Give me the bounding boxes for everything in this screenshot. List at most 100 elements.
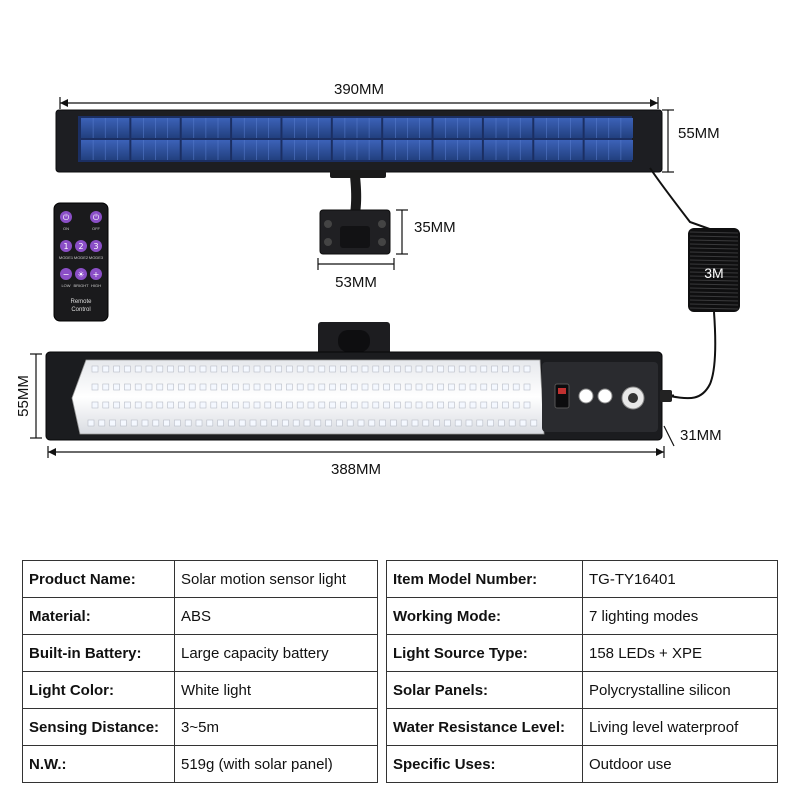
spec-label: Working Mode: (386, 597, 583, 635)
led-chip (318, 365, 326, 373)
led-chip (523, 383, 531, 391)
indicator-led (558, 388, 566, 394)
led-chip (221, 365, 228, 373)
led-chip (502, 401, 509, 409)
led-chip (232, 365, 239, 373)
led-chip (221, 383, 228, 391)
led-chip (134, 365, 142, 373)
led-chip (404, 383, 412, 391)
led-chip (286, 365, 293, 373)
led-chip (512, 401, 520, 409)
bracket-height-dimension: 35MM (396, 209, 456, 255)
led-chip (448, 401, 455, 409)
spec-label: Specific Uses: (386, 745, 583, 783)
led-chip (286, 401, 293, 409)
cable-length-label: 3M (704, 265, 723, 281)
led-chip (91, 365, 99, 373)
spec-value: 519g (with solar panel) (174, 745, 378, 783)
led-chip (357, 419, 365, 427)
led-chip (508, 419, 516, 427)
led-chip (372, 383, 380, 391)
led-chip (415, 383, 423, 391)
led-chip (253, 383, 261, 391)
led-chip (282, 419, 289, 427)
mounting-bracket (319, 170, 391, 255)
led-chip (296, 401, 304, 409)
led-chip (426, 383, 434, 391)
led-chip (253, 365, 261, 373)
led-chip (145, 383, 153, 391)
led-chip (167, 365, 174, 373)
led-chip (188, 383, 196, 391)
spec-row: Material:ABS (22, 597, 378, 635)
pir-sensor-icon (578, 388, 594, 404)
led-chip (465, 419, 473, 427)
led-chip (404, 365, 412, 373)
lamp-depth-label: 31MM (680, 427, 722, 444)
spec-row: Specific Uses:Outdoor use (386, 745, 778, 783)
led-chip (383, 401, 390, 409)
remote-button-glyph: ⏻ (93, 213, 100, 222)
led-chip (437, 401, 444, 409)
led-chip (512, 365, 520, 373)
led-chip (523, 401, 531, 409)
led-chip (124, 401, 131, 409)
led-chip (519, 419, 527, 427)
spec-value: Solar motion sensor light (174, 560, 378, 598)
panel-height-label: 55MM (678, 125, 720, 142)
led-chip (426, 365, 434, 373)
spec-row: N.W.:519g (with solar panel) (22, 745, 378, 783)
lamp-depth-dimension: 31MM (663, 425, 722, 447)
led-chip (167, 383, 174, 391)
remote-button: ☀BRIGHT (73, 268, 89, 288)
remote-button-glyph: 2 (78, 242, 83, 251)
led-chip (415, 401, 423, 409)
led-chip (102, 401, 110, 409)
led-chip (156, 383, 164, 391)
led-chip (368, 419, 376, 427)
led-chip (379, 419, 386, 427)
led-chip (404, 401, 412, 409)
spec-label: Light Color: (22, 671, 175, 709)
spec-value: 158 LEDs + XPE (582, 634, 778, 672)
spec-row: Light Color:White light (22, 671, 378, 709)
spec-label: Water Resistance Level: (386, 708, 583, 746)
led-chip (469, 383, 477, 391)
led-chip (113, 401, 120, 409)
coiled-cable: 3M (649, 167, 740, 400)
led-chip (102, 383, 110, 391)
led-chip (383, 365, 390, 373)
led-chip (264, 365, 272, 373)
led-chip (400, 419, 408, 427)
led-chip (163, 419, 170, 427)
remote-button-glyph: − (63, 270, 70, 279)
led-chip (415, 365, 423, 373)
led-chip (437, 365, 444, 373)
spec-row: Light Source Type:158 LEDs + XPE (386, 634, 778, 672)
led-chip (394, 383, 401, 391)
led-chip (502, 383, 509, 391)
led-chip (91, 383, 99, 391)
led-chip (156, 401, 164, 409)
led-chip (156, 365, 164, 373)
led-chip (340, 365, 347, 373)
led-chip (329, 365, 336, 373)
lamp-width-dimension: 388MM (47, 446, 665, 478)
light-sensor-icon (597, 388, 613, 404)
spec-value: Polycrystalline silicon (582, 671, 778, 709)
led-chip (350, 401, 358, 409)
spec-label: Light Source Type: (386, 634, 583, 672)
led-chip (422, 419, 430, 427)
led-chip (178, 401, 185, 409)
led-chip (242, 383, 250, 391)
lamp-width-label: 388MM (331, 461, 381, 478)
bracket-height-label: 35MM (414, 219, 456, 236)
led-chip (394, 365, 401, 373)
led-chip (210, 401, 218, 409)
led-chip (350, 383, 358, 391)
led-chip (318, 401, 326, 409)
led-chip (523, 365, 531, 373)
led-chip (476, 419, 484, 427)
led-chip (480, 401, 488, 409)
